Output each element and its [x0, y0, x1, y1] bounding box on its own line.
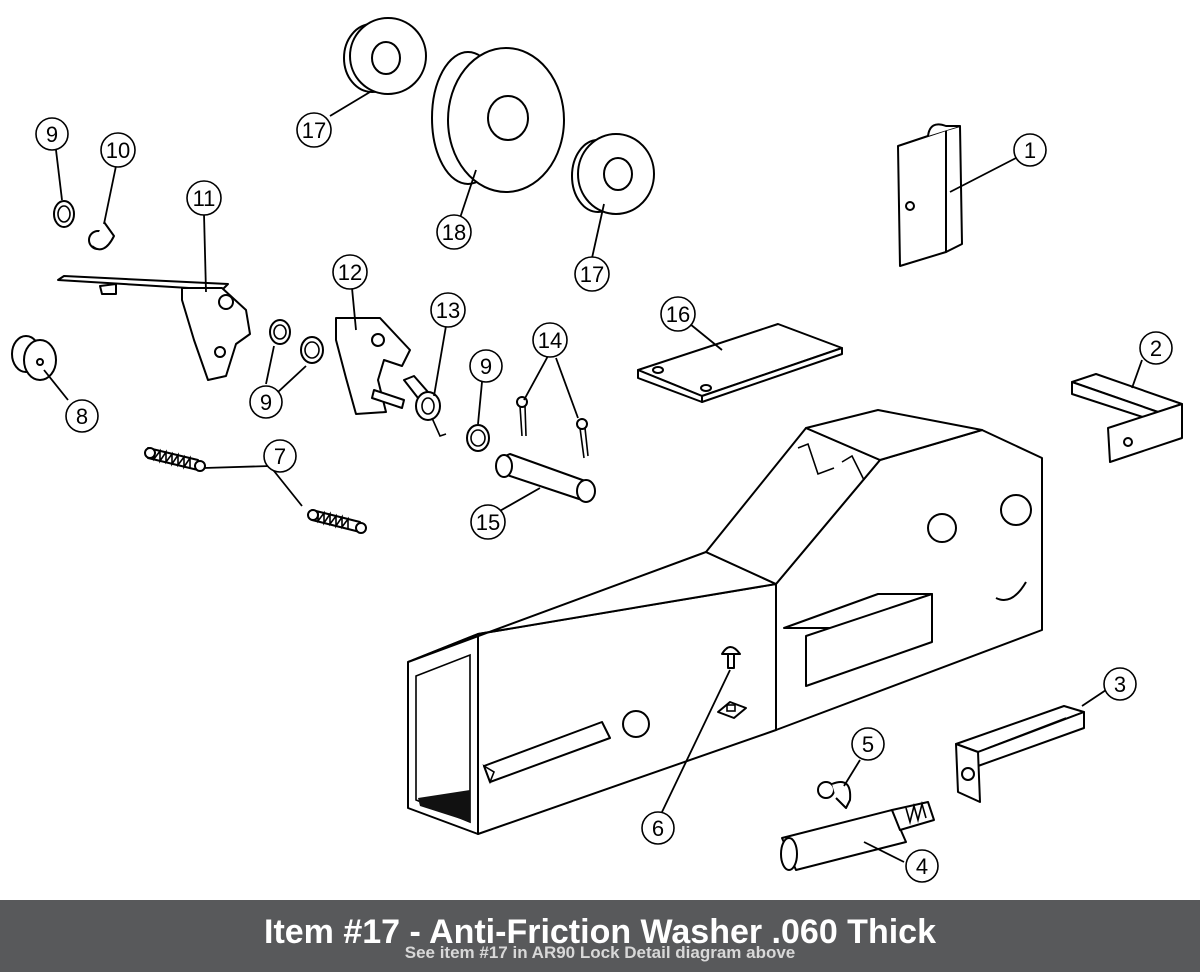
callout-9-right: 9 — [469, 349, 503, 383]
caption-bar: Item #17 - Anti-Friction Washer .060 Thi… — [0, 900, 1200, 972]
callout-9-middle: 9 — [249, 385, 283, 419]
part-6-rivet — [721, 646, 741, 669]
callout-9-top: 9 — [35, 117, 69, 151]
callout-2: 2 — [1139, 331, 1173, 365]
callout-5: 5 — [851, 727, 885, 761]
part-4-threaded-pin — [780, 800, 935, 871]
callout-label: 8 — [76, 404, 88, 429]
part-16-plate — [637, 323, 843, 403]
part-17-anti-friction-washers — [343, 17, 655, 215]
part-10-torsion-spring — [88, 221, 115, 251]
callout-16: 16 — [660, 296, 696, 332]
callout-label: 14 — [538, 328, 562, 353]
callout-label: 16 — [666, 302, 690, 327]
part-9-washers — [53, 200, 490, 452]
part-14-cotter-pins — [516, 396, 589, 459]
callout-label: 9 — [260, 390, 272, 415]
callout-13: 13 — [430, 292, 466, 328]
callout-label: 10 — [106, 138, 130, 163]
part-7-springs — [144, 447, 367, 534]
callout-label: 18 — [442, 220, 466, 245]
callout-label: 17 — [302, 118, 326, 143]
callout-label: 4 — [916, 854, 928, 879]
part-2-angle-bracket — [1071, 373, 1183, 463]
part-8-roller — [11, 335, 57, 381]
callout-label: 11 — [193, 186, 216, 211]
callout-label: 15 — [476, 510, 500, 535]
callout-label: 17 — [580, 262, 604, 287]
callout-label: 7 — [274, 444, 286, 469]
callout-10: 10 — [100, 132, 136, 168]
callout-17-top: 17 — [296, 112, 332, 148]
part-15-pin — [495, 453, 596, 503]
callout-6: 6 — [641, 811, 675, 845]
callout-label: 1 — [1024, 138, 1036, 163]
caption-subtitle: See item #17 in AR90 Lock Detail diagram… — [404, 943, 796, 962]
callout-label: 9 — [46, 122, 58, 147]
callout-label: 12 — [338, 260, 362, 285]
callout-label: 6 — [652, 816, 664, 841]
main-housing — [407, 409, 1043, 835]
callout-4: 4 — [905, 849, 939, 883]
part-13-spring — [403, 375, 447, 437]
part-5-clip — [817, 781, 852, 809]
part-3-slotted-plate — [955, 705, 1085, 803]
callout-label: 13 — [436, 298, 460, 323]
caption-title: Item #17 - Anti-Friction Washer .060 Thi… — [264, 913, 936, 951]
part-12-pawl — [335, 317, 411, 415]
callout-14: 14 — [532, 322, 568, 358]
callout-18: 18 — [436, 214, 472, 250]
part-11-lever — [57, 275, 251, 381]
callout-label: 3 — [1114, 672, 1126, 697]
callout-3: 3 — [1103, 667, 1137, 701]
leader-lines — [43, 91, 1143, 863]
exploded-parts-diagram: 1 2 3 4 5 6 7 8 9 9 9 10 11 12 13 14 15 … — [11, 17, 1183, 883]
callout-15: 15 — [470, 504, 506, 540]
callout-12: 12 — [332, 254, 368, 290]
callout-label: 5 — [862, 732, 874, 757]
callout-7: 7 — [263, 439, 297, 473]
callout-label: 2 — [1150, 336, 1162, 361]
callout-1: 1 — [1013, 133, 1047, 167]
part-1-bracket — [897, 123, 963, 267]
part-18-roller — [431, 47, 565, 193]
callout-label: 9 — [480, 354, 492, 379]
callout-17-right: 17 — [574, 256, 610, 292]
callout-11: 11 — [186, 180, 222, 216]
callout-8: 8 — [65, 399, 99, 433]
